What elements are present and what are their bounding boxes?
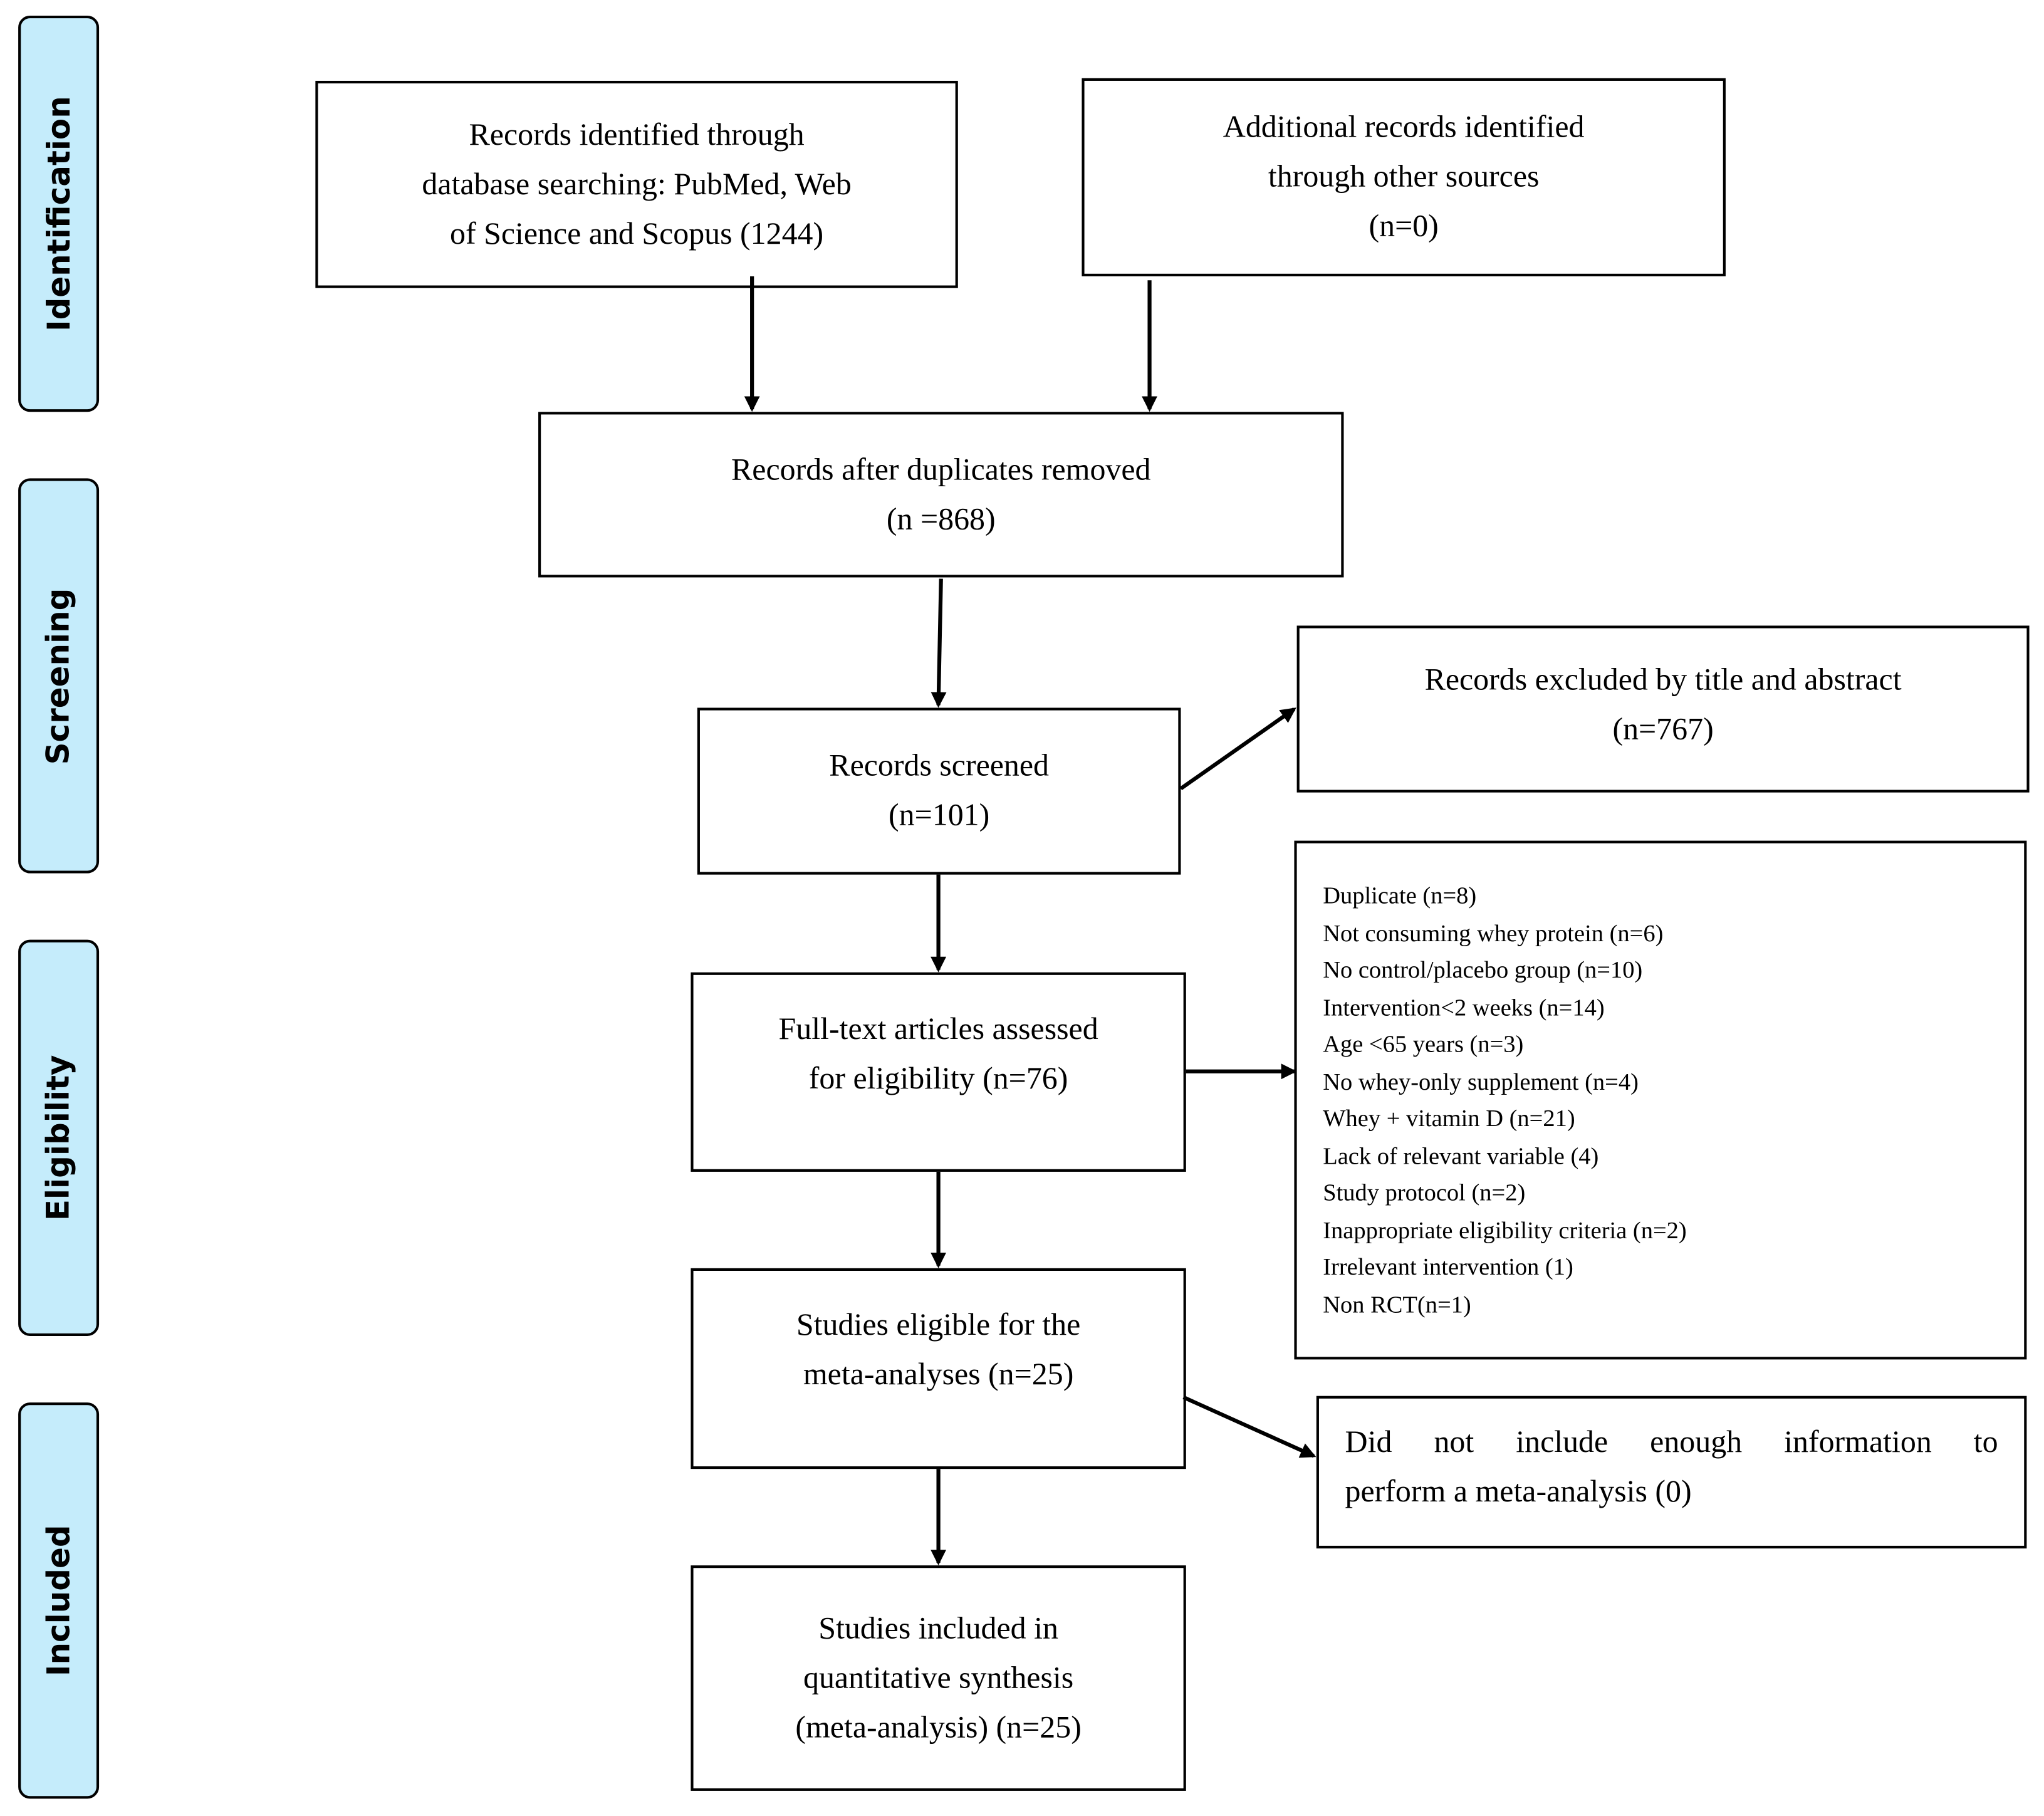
records-screened-box: Records screened (n=101) — [697, 707, 1181, 875]
studies-included-line-1: Studies included in — [818, 1611, 1058, 1646]
database-search-box: Records identified through database sear… — [315, 80, 958, 288]
not-enough-info-line-1: Did not include enough information to — [1345, 1425, 1998, 1459]
exclusion-reason-item: Intervention<2 weeks (n=14) — [1323, 995, 1605, 1021]
phase-screening: Screening — [18, 478, 100, 874]
other-sources-line-2: through other sources — [1268, 160, 1540, 194]
other-sources-line-1: Additional records identified — [1223, 110, 1585, 145]
phase-identification: Identification — [18, 15, 100, 412]
exclusion-reason-item: Duplicate (n=8) — [1323, 884, 1477, 910]
phase-eligibility: Eligibility — [18, 939, 100, 1336]
duplicates-removed-line-2: (n =868) — [886, 502, 996, 536]
not-enough-info-box: Did not include enough information to pe… — [1316, 1396, 2027, 1549]
arrow-screened-to-excluded — [1179, 707, 1296, 790]
duplicates-removed-box: Records after duplicates removed (n =868… — [538, 412, 1344, 578]
excluded-title-abstract-line-1: Records excluded by title and abstract — [1424, 663, 1902, 697]
exclusion-reason-item: Lack of relevant variable (4) — [1323, 1144, 1599, 1170]
excluded-title-abstract-line-2: (n=767) — [1612, 712, 1714, 747]
database-search-line-2: database searching: PubMed, Web — [422, 167, 852, 202]
studies-included-line-2: quantitative synthesis — [803, 1661, 1074, 1696]
phase-included: Included — [18, 1402, 100, 1799]
studies-eligible-line-1: Studies eligible for the — [796, 1308, 1081, 1343]
arrow-eligible-to-notenough — [1182, 1395, 1317, 1458]
arrow-duplicates-to-screened — [931, 578, 947, 708]
full-text-assessed-line-2: for eligibility (n=76) — [808, 1062, 1068, 1096]
exclusion-reasons-box: Duplicate (n=8) Not consuming whey prote… — [1294, 840, 2027, 1360]
not-enough-info-line-2: perform a meta-analysis (0) — [1345, 1474, 1692, 1509]
exclusion-reason-item: No control/placebo group (n=10) — [1323, 958, 1643, 984]
full-text-assessed-line-1: Full-text articles assessed — [778, 1012, 1098, 1046]
studies-included-box: Studies included in quantitative synthes… — [691, 1565, 1186, 1791]
studies-eligible-box: Studies eligible for the meta-analyses (… — [691, 1268, 1186, 1469]
records-screened-line-1: Records screened — [829, 749, 1049, 784]
full-text-assessed-box: Full-text articles assessed for eligibil… — [691, 972, 1186, 1172]
database-search-line-1: Records identified through — [469, 118, 805, 152]
exclusion-reason-item: Non RCT(n=1) — [1323, 1292, 1471, 1318]
exclusion-reason-item: Not consuming whey protein (n=6) — [1323, 921, 1664, 947]
excluded-title-abstract-box: Records excluded by title and abstract (… — [1296, 625, 2030, 793]
other-sources-box: Additional records identified through ot… — [1082, 78, 1726, 276]
duplicates-removed-line-1: Records after duplicates removed — [731, 452, 1151, 487]
exclusion-reason-item: No whey-only supplement (n=4) — [1323, 1069, 1639, 1096]
database-search-line-3: of Science and Scopus (1244) — [450, 217, 824, 251]
exclusion-reason-item: Irrelevant intervention (1) — [1323, 1255, 1573, 1281]
records-screened-line-2: (n=101) — [889, 799, 990, 833]
studies-included-line-3: (meta-analysis) (n=25) — [795, 1711, 1082, 1745]
exclusion-reason-item: Age <65 years (n=3) — [1323, 1032, 1524, 1058]
exclusion-reason-item: Inappropriate eligibility criteria (n=2) — [1323, 1218, 1687, 1245]
exclusion-reason-item: Whey + vitamin D (n=21) — [1323, 1106, 1575, 1133]
exclusion-reason-item: Study protocol (n=2) — [1323, 1181, 1526, 1208]
other-sources-line-3: (n=0) — [1369, 209, 1439, 244]
studies-eligible-line-2: meta-analyses (n=25) — [803, 1358, 1074, 1392]
